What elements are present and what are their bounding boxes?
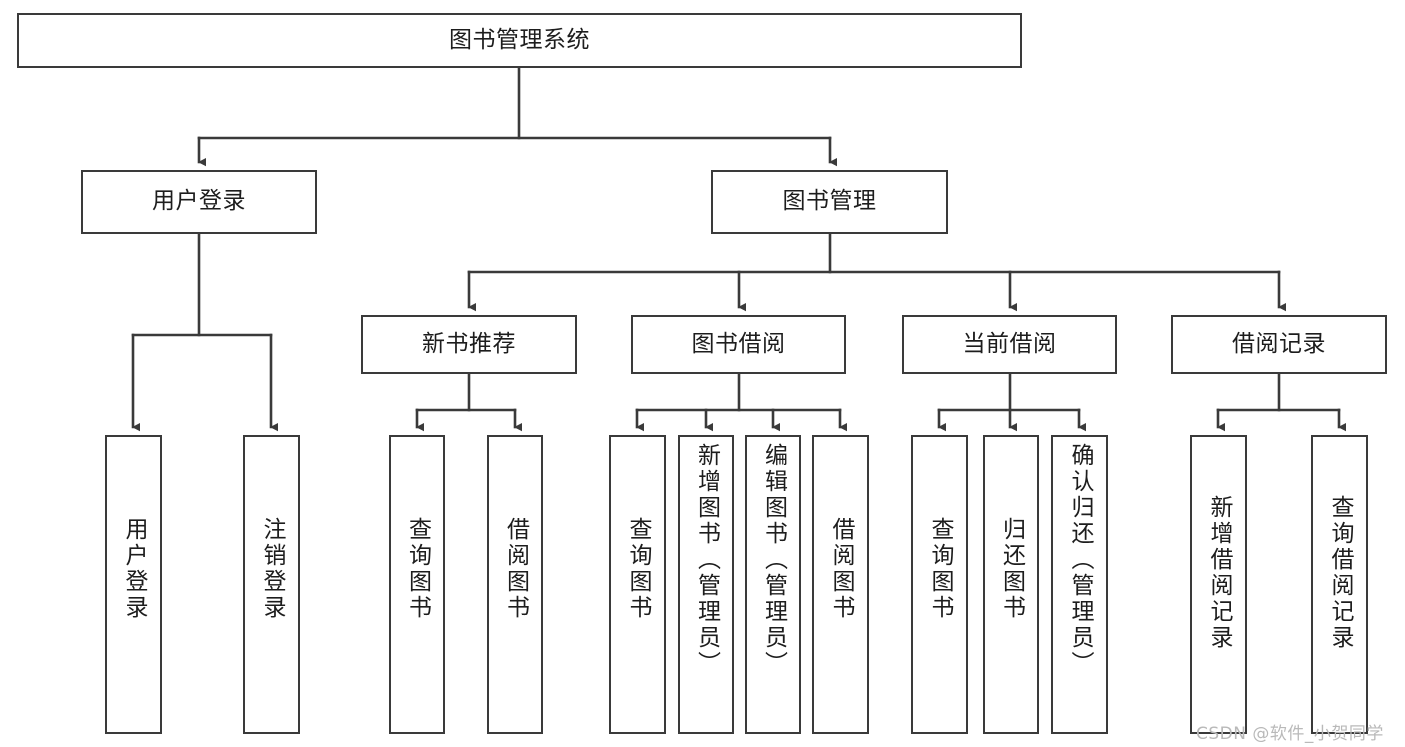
- node-root-label: 图书管理系统: [449, 26, 590, 53]
- node-leaf-return-book[interactable]: 归还图书: [983, 435, 1039, 734]
- node-leaf-logout-label: 注销登录: [259, 517, 285, 621]
- node-leaf-borrow-book-1[interactable]: 借阅图书: [487, 435, 543, 734]
- node-root[interactable]: 图书管理系统: [17, 13, 1022, 68]
- node-new-book-rec-label: 新书推荐: [422, 330, 516, 357]
- node-book-borrow[interactable]: 图书借阅: [631, 315, 846, 374]
- node-book-manage-label: 图书管理: [782, 188, 877, 215]
- node-leaf-user-login-label: 用户登录: [121, 517, 147, 621]
- node-leaf-confirm-return-label: 确认归还（管理员）: [1067, 443, 1093, 677]
- node-leaf-add-book[interactable]: 新增图书（管理员）: [678, 435, 734, 734]
- node-leaf-add-record[interactable]: 新增借阅记录: [1190, 435, 1247, 734]
- node-leaf-user-login[interactable]: 用户登录: [105, 435, 162, 734]
- node-leaf-confirm-return[interactable]: 确认归还（管理员）: [1051, 435, 1108, 734]
- node-user-login-label: 用户登录: [152, 188, 246, 215]
- node-leaf-borrow-book-2-label: 借阅图书: [828, 517, 854, 621]
- node-leaf-edit-book[interactable]: 编辑图书（管理员）: [745, 435, 801, 734]
- node-leaf-add-book-label: 新增图书（管理员）: [693, 443, 720, 677]
- node-current-borrow[interactable]: 当前借阅: [902, 315, 1117, 374]
- node-leaf-add-record-label: 新增借阅记录: [1206, 495, 1232, 651]
- csdn-watermark: CSDN @软件_小贺同学: [1196, 724, 1384, 744]
- node-leaf-query-book-2[interactable]: 查询图书: [609, 435, 666, 734]
- node-leaf-borrow-book-1-label: 借阅图书: [502, 517, 529, 621]
- node-book-manage[interactable]: 图书管理: [711, 170, 948, 234]
- node-borrow-record[interactable]: 借阅记录: [1171, 315, 1387, 374]
- node-leaf-return-book-label: 归还图书: [998, 517, 1025, 621]
- node-current-borrow-label: 当前借阅: [962, 330, 1057, 357]
- node-user-login[interactable]: 用户登录: [81, 170, 317, 234]
- node-leaf-query-record[interactable]: 查询借阅记录: [1311, 435, 1368, 734]
- node-new-book-rec[interactable]: 新书推荐: [361, 315, 577, 374]
- node-leaf-query-book-3[interactable]: 查询图书: [911, 435, 968, 734]
- node-leaf-query-record-label: 查询借阅记录: [1327, 495, 1353, 651]
- node-leaf-logout[interactable]: 注销登录: [243, 435, 300, 734]
- node-leaf-edit-book-label: 编辑图书（管理员）: [760, 443, 787, 677]
- node-leaf-query-book-1[interactable]: 查询图书: [389, 435, 445, 734]
- node-leaf-query-book-1-label: 查询图书: [404, 517, 431, 621]
- node-leaf-borrow-book-2[interactable]: 借阅图书: [812, 435, 869, 734]
- node-borrow-record-label: 借阅记录: [1232, 330, 1326, 357]
- node-book-borrow-label: 图书借阅: [691, 330, 786, 357]
- node-leaf-query-book-3-label: 查询图书: [927, 517, 953, 621]
- node-leaf-query-book-2-label: 查询图书: [625, 517, 651, 621]
